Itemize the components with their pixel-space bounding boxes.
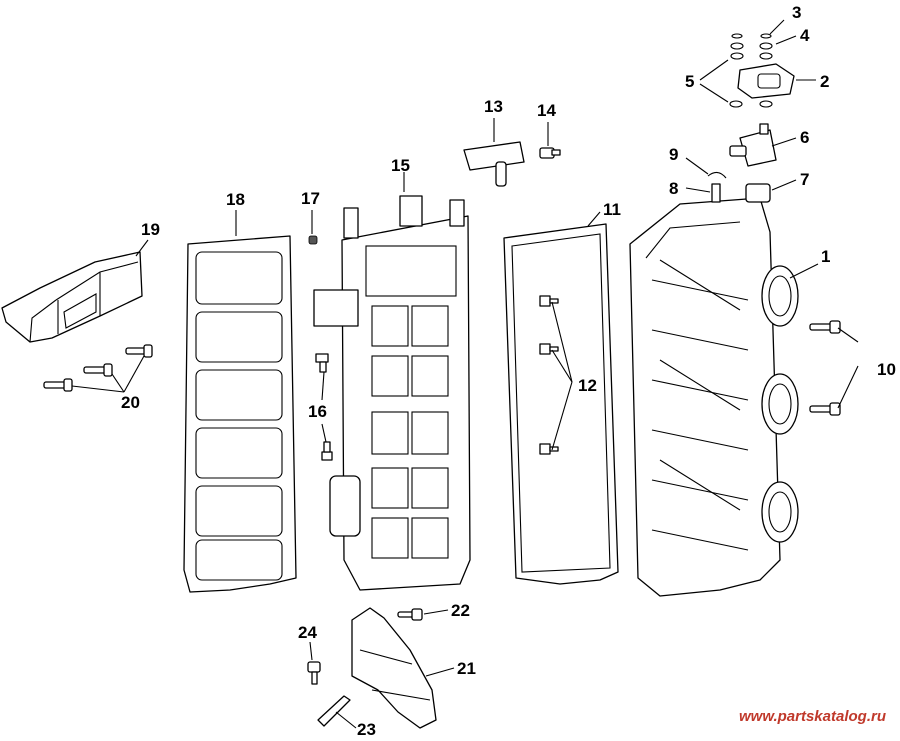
part-24-screw — [307, 661, 321, 685]
callout-10: 10 — [877, 360, 896, 379]
callout-12: 12 — [578, 376, 597, 395]
part-7-bushing — [745, 183, 771, 203]
part-20-bolts — [43, 344, 153, 392]
callout-24: 24 — [298, 623, 317, 642]
callout-15: 15 — [391, 156, 410, 175]
callout-17: 17 — [301, 189, 320, 208]
part-17-plug — [308, 235, 318, 245]
part-11-gasket — [503, 223, 619, 585]
part-9-clip — [707, 171, 727, 179]
callout-6: 6 — [800, 128, 810, 147]
part-13-sensor — [463, 141, 525, 187]
callout-4: 4 — [800, 26, 810, 45]
callout-5: 5 — [685, 72, 695, 91]
watermark-link[interactable]: www.partskatalog.ru — [739, 708, 886, 725]
part-16-fittings — [315, 353, 333, 461]
part-14-screw — [539, 147, 561, 159]
part-2-cover — [737, 63, 795, 99]
callout-23: 23 — [357, 720, 376, 739]
part-1-intake-manifold — [629, 197, 799, 597]
part-10-bolts — [809, 320, 841, 416]
callout-3: 3 — [792, 3, 802, 22]
callout-20: 20 — [121, 393, 140, 412]
callout-16: 16 — [308, 402, 327, 421]
callout-22: 22 — [451, 601, 470, 620]
part-8-stud — [711, 183, 721, 203]
part-21-bracket — [351, 607, 437, 729]
leader-lines — [71, 19, 859, 729]
part-6-sensor-housing — [729, 123, 777, 167]
part-19-air-silencer — [1, 251, 143, 343]
part-22-bolt — [397, 608, 423, 621]
part-15-reed-plate — [313, 195, 471, 591]
callout-13: 13 — [484, 97, 503, 116]
callout-11: 11 — [603, 200, 621, 219]
callout-8: 8 — [669, 179, 679, 198]
callout-9: 9 — [669, 145, 679, 164]
part-12-bolts — [539, 295, 559, 455]
callout-14: 14 — [537, 101, 556, 120]
part-18-gasket — [183, 235, 297, 593]
callout-1: 1 — [821, 247, 831, 266]
callout-2: 2 — [820, 72, 830, 91]
part-3-4-5-seals — [729, 33, 773, 108]
callout-18: 18 — [226, 190, 245, 209]
callout-7: 7 — [800, 170, 810, 189]
callout-21: 21 — [457, 659, 476, 678]
part-23-clip — [317, 695, 351, 727]
callout-19: 19 — [141, 220, 160, 239]
